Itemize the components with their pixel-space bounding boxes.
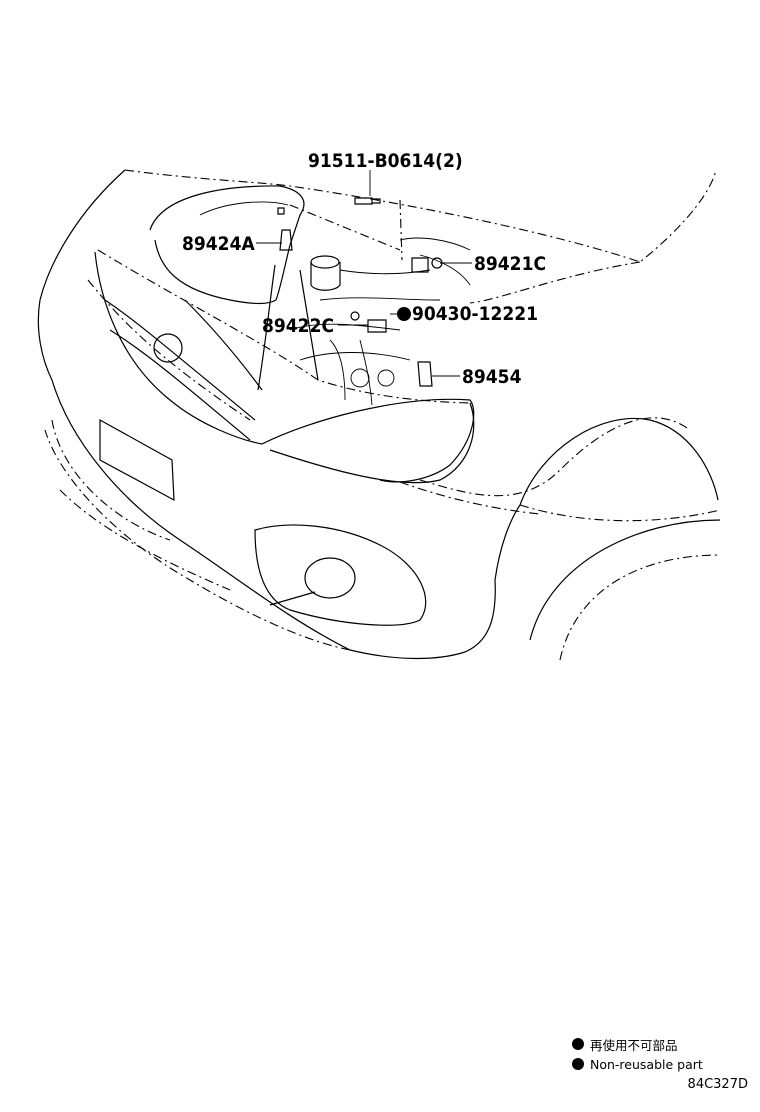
callout-89421c: 89421C	[474, 253, 546, 275]
engine-bay	[149, 185, 471, 406]
callout-89454: 89454	[462, 366, 522, 388]
callout-89422c: 89422C	[262, 315, 334, 337]
part-89421c	[411, 257, 443, 273]
fog-lamp	[254, 524, 427, 626]
leader-lines	[256, 170, 472, 377]
diagram-code: 84C327D	[687, 1077, 748, 1092]
headlight	[261, 398, 475, 483]
front-wheel	[529, 519, 721, 661]
front-bumper	[51, 418, 231, 591]
grille	[87, 251, 263, 445]
bullet-icon	[572, 1058, 584, 1070]
legend: 再使用不可部品 Non-reusable part	[572, 1034, 703, 1074]
part-89422c	[350, 311, 387, 333]
legend-label-jp: 再使用不可部品	[590, 1037, 678, 1053]
callout-89424a: 89424A	[182, 233, 255, 255]
legend-row-en: Non-reusable part	[572, 1054, 703, 1074]
part-89454	[417, 361, 433, 387]
callout-91511-b0614: 91511-B0614(2)	[308, 150, 463, 172]
bullet-icon	[572, 1038, 584, 1050]
body-outline	[37, 169, 721, 660]
legend-label-en: Non-reusable part	[590, 1056, 703, 1072]
part-bolt	[354, 197, 381, 205]
non-reusable-marker	[397, 307, 411, 321]
legend-row-jp: 再使用不可部品	[572, 1034, 703, 1054]
hood-outline	[97, 169, 717, 404]
callout-90430-12221: 90430-12221	[412, 303, 538, 325]
